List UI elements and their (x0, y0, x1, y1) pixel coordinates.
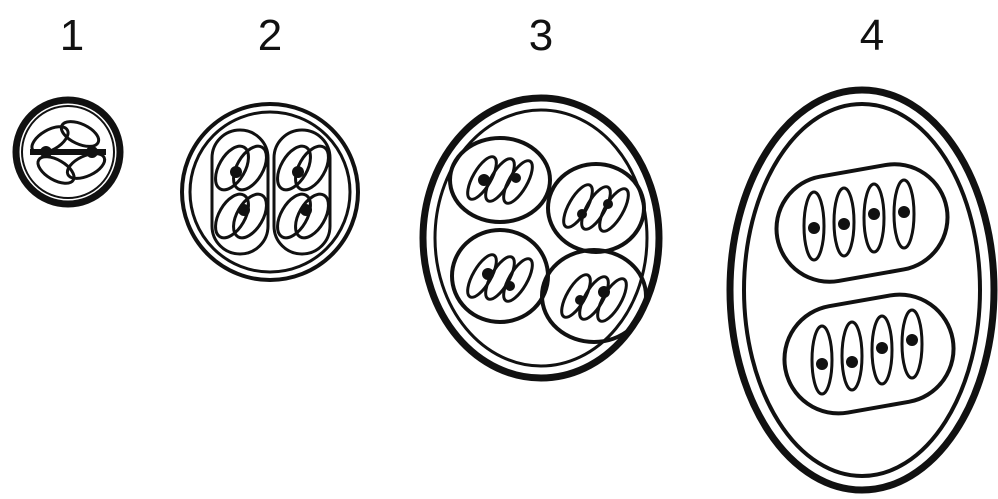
stage-4-subunit-lower (776, 286, 962, 422)
stage-3-cell (423, 98, 659, 378)
stage-3-subunit-top-left (450, 138, 550, 222)
stage-2-subunit-right (271, 130, 336, 254)
stage-3-subunit-bottom-left (452, 230, 548, 322)
stage-1-number: 1 (60, 11, 84, 60)
stage-4-cell (730, 90, 994, 490)
stage-1-cell (16, 100, 120, 204)
stage-3-subunit-top-right (548, 164, 644, 252)
stage-1-chromosomes (28, 116, 109, 188)
stage-4-subunit-upper (768, 156, 956, 290)
stage-2-cell (182, 104, 358, 280)
stage-2-number: 2 (258, 11, 282, 60)
stage-3-subunit-bottom-right (542, 250, 646, 342)
stage-3-number: 3 (529, 11, 553, 60)
stage-4-number: 4 (860, 11, 884, 60)
stage-2-subunit-left (209, 130, 274, 254)
